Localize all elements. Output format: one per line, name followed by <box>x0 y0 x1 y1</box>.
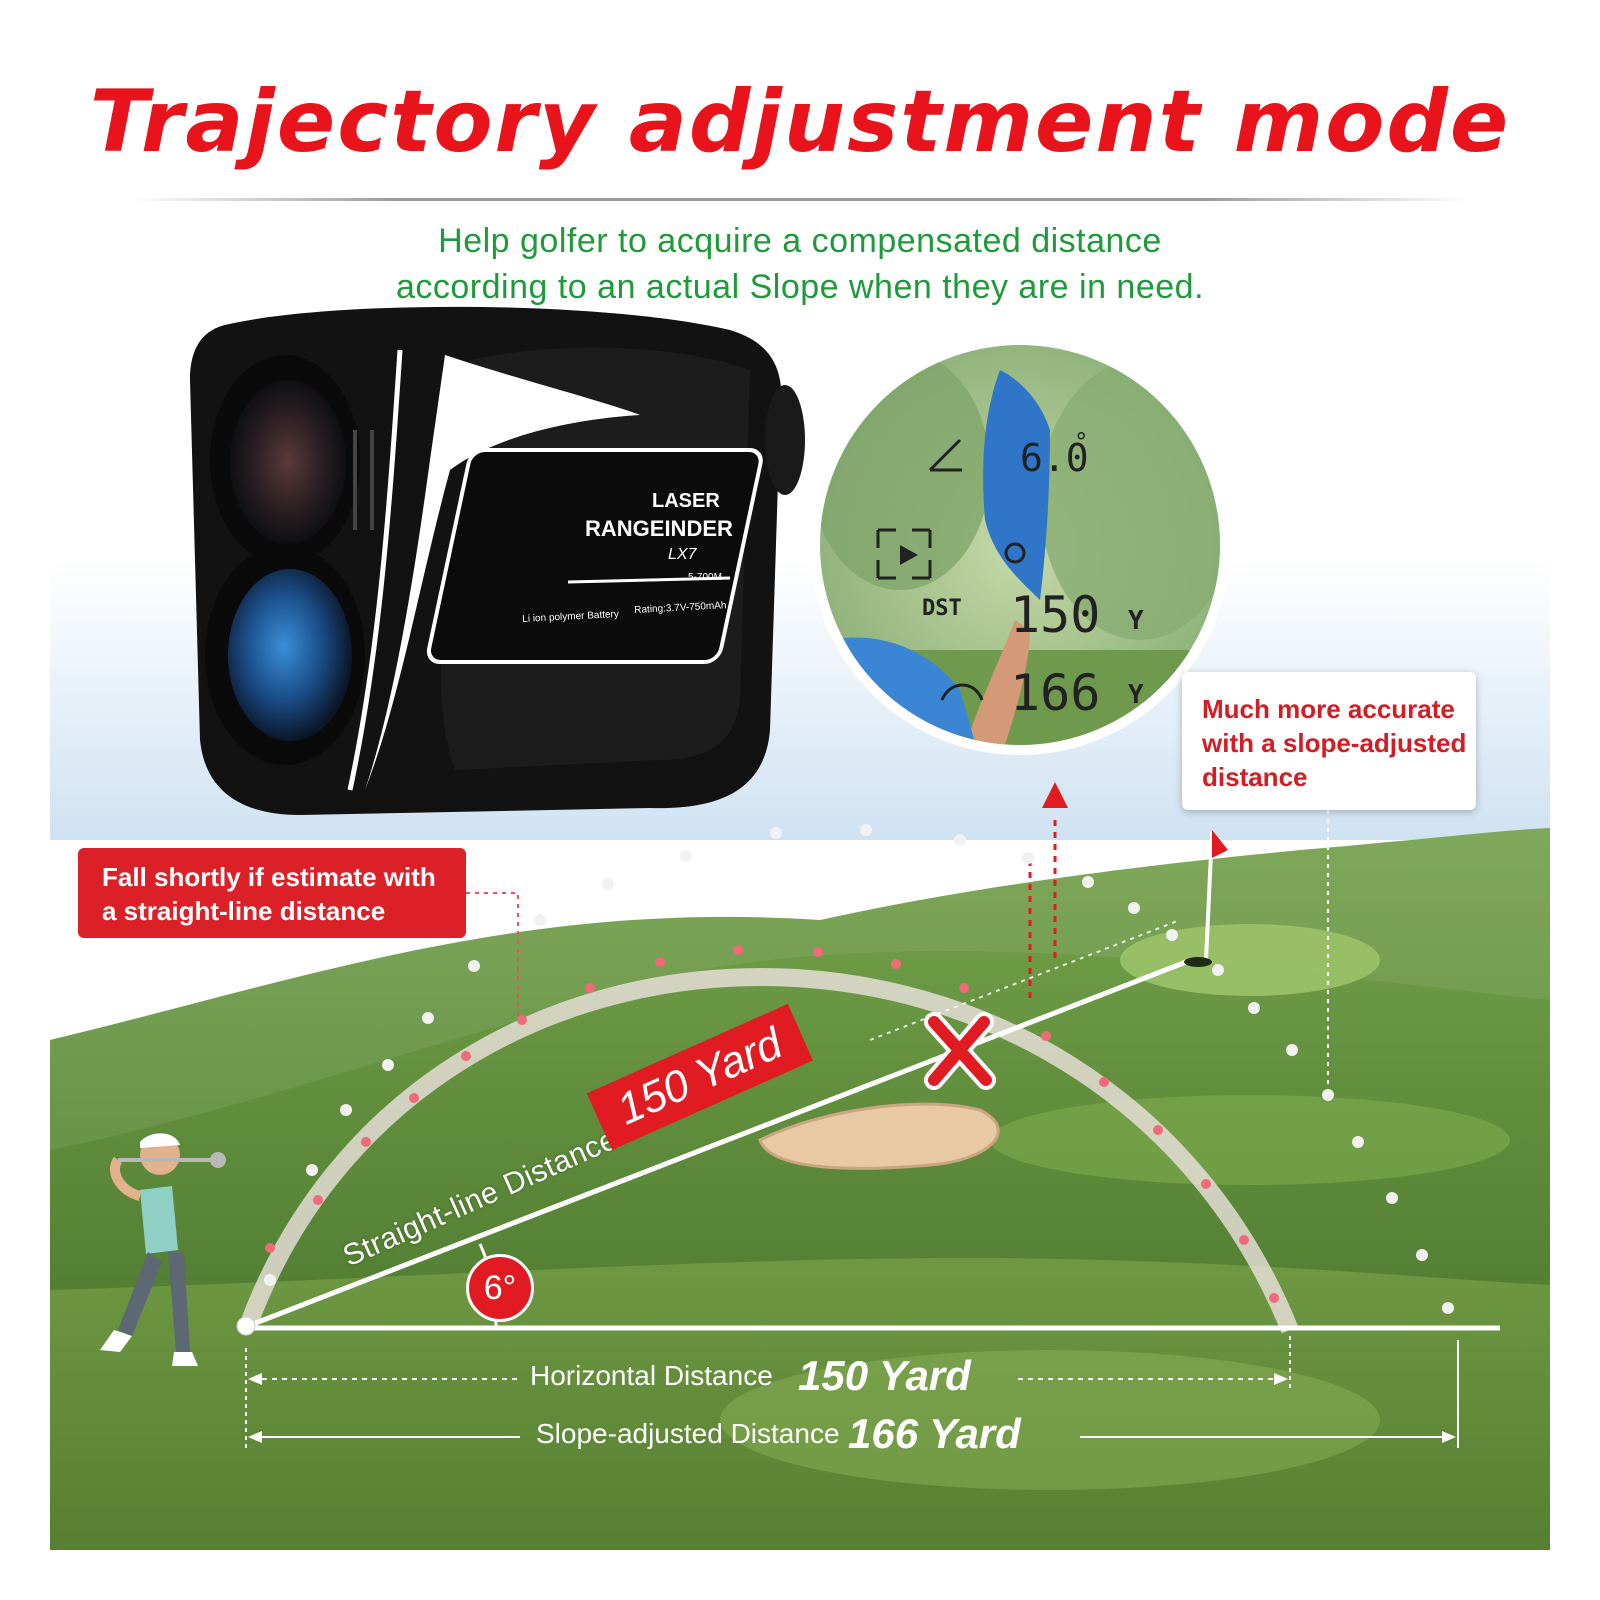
trajectory-arc <box>239 968 1299 1334</box>
horizontal-distance-label: Horizontal Distance <box>530 1360 773 1391</box>
fall-short-line-2: a straight-line distance <box>102 896 386 926</box>
scope-dst-unit: Y <box>1128 606 1144 636</box>
horizontal-distance-value: 150 Yard <box>798 1352 971 1399</box>
straight-line <box>247 959 1187 1329</box>
straight-line-dashed <box>869 919 1181 1041</box>
golfer-figure <box>100 1133 226 1366</box>
scope-dst-label: DST <box>922 596 962 621</box>
green-patch <box>990 1095 1510 1185</box>
subtitle-line-1: Help golfer to acquire a compensated dis… <box>438 222 1162 260</box>
page-title: Trajectory adjustment mode <box>89 72 1511 172</box>
putting-green <box>1120 924 1380 996</box>
angle-badge: 6° <box>466 1254 534 1322</box>
device-range: 5-700M <box>688 572 722 583</box>
page-subtitle: Help golfer to acquire a compensated dis… <box>200 218 1400 310</box>
arrow-up-icon <box>1042 782 1068 808</box>
accurate-line-1: Much more accurate <box>1202 694 1455 724</box>
callout-connector <box>466 892 519 1020</box>
fall-short-callout: Fall shortly if estimate with a straight… <box>78 848 466 938</box>
scope-dst-value: 150 <box>1010 586 1101 644</box>
ball-path-dots <box>264 824 1454 1314</box>
device-label-line-2: RANGEINDER <box>585 516 733 541</box>
dimension-arrowheads <box>248 1373 1456 1443</box>
slope-distance-label: Slope-adjusted Distance <box>536 1418 840 1449</box>
scope-angle-value: 6.0 <box>1020 436 1089 480</box>
slope-distance-value: 166 Yard <box>848 1410 1021 1457</box>
subtitle-line-2: according to an actual Slope when they a… <box>395 268 1205 306</box>
scope-view <box>810 335 1230 755</box>
title-divider <box>130 198 1470 201</box>
flag-icon <box>1184 830 1228 967</box>
green-patch <box>720 1350 1380 1490</box>
device-model: LX7 <box>668 546 697 563</box>
arc-dots <box>265 945 1279 1303</box>
scope-slope-value: 166 <box>1010 664 1101 722</box>
device-label-line-1: LASER <box>652 490 720 512</box>
scope-slope-unit: Y <box>1128 680 1144 710</box>
sand-bunker <box>758 1102 1000 1170</box>
scope-angle-unit: ° <box>1074 428 1089 456</box>
accurate-line-3: distance <box>1202 762 1308 792</box>
miss-x-icon <box>924 1012 996 1090</box>
accurate-line-2: with a slope-adjusted <box>1202 728 1467 758</box>
fall-short-line-1: Fall shortly if estimate with <box>102 862 436 892</box>
rangefinder-device <box>190 306 805 815</box>
golf-ball <box>236 1316 256 1336</box>
dimension-lines <box>245 1336 1459 1448</box>
accurate-callout: Much more accurate with a slope-adjusted… <box>1182 672 1476 810</box>
